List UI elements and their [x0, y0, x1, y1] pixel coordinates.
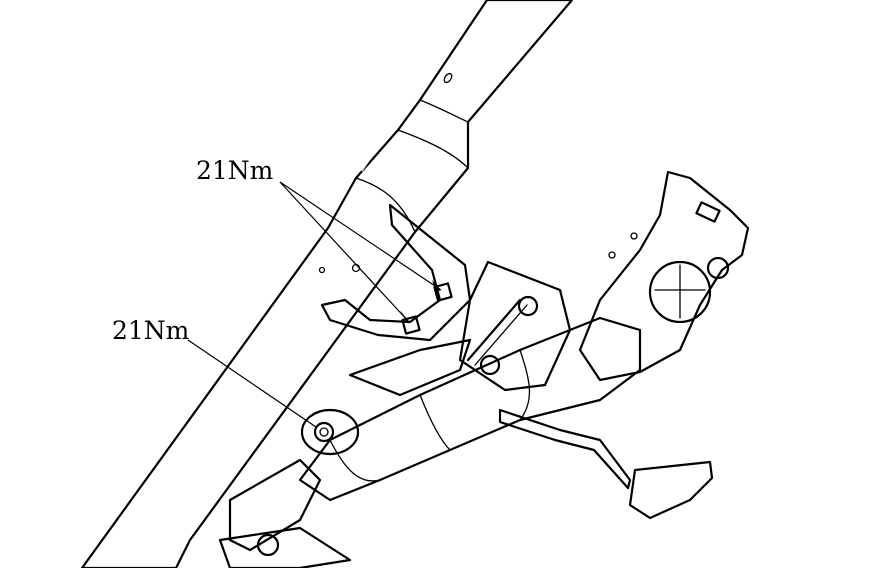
lower-mounting-bolt — [300, 408, 360, 456]
column-mounting-bracket — [320, 203, 472, 342]
leader-line-lower — [187, 339, 317, 428]
intermediate-shaft — [218, 458, 352, 568]
leader-line-upper-1 — [279, 181, 442, 291]
tilt-mechanism — [458, 260, 572, 392]
leader-lines — [187, 181, 442, 428]
steering-column-housing — [298, 316, 642, 502]
tilt-release-lever — [498, 408, 714, 520]
torque-label-upper: 21Nm — [196, 156, 274, 185]
torque-label-lower: 21Nm — [112, 316, 190, 345]
cross-car-beam — [80, 0, 574, 568]
upper-column-bracket — [578, 170, 750, 382]
leader-line-upper-2 — [279, 181, 410, 323]
